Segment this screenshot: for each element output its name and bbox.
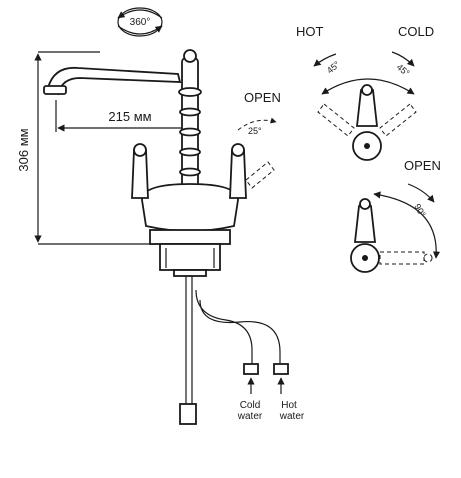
cold-label: COLD [398,24,434,39]
angle-side-label: 90° [412,202,428,219]
angle-main-label: 25° [248,126,262,136]
angle-hot-label: 45° [325,59,342,76]
open-main-label: OPEN [244,90,281,105]
rotation-icon: 360° [117,7,163,37]
top-knob [183,49,197,63]
rotation-label: 360° [130,17,151,28]
faucet-body [43,49,275,277]
reach-label: 215 мм [108,109,151,124]
supply-hoses: Cold water Hot water [179,276,305,425]
height-dimension: 306 мм [16,51,160,245]
hot-water-label-1: Hot [281,400,297,411]
hot-label: HOT [296,24,324,39]
aerator [43,85,67,95]
reach-dimension: 215 мм [55,100,189,132]
height-label: 306 мм [16,128,31,171]
cold-water-label-2: water [237,411,263,422]
open-90-detail: OPEN 90° [350,158,441,273]
cold-water-label-1: Cold [240,400,261,411]
hot-water-label-2: water [279,411,305,422]
open-angle-main: OPEN 25° [237,90,281,136]
angle-cold-label: 45° [395,62,412,79]
open-side-label: OPEN [404,158,441,173]
hot-cold-detail: HOT COLD 45° 45° [296,24,434,161]
